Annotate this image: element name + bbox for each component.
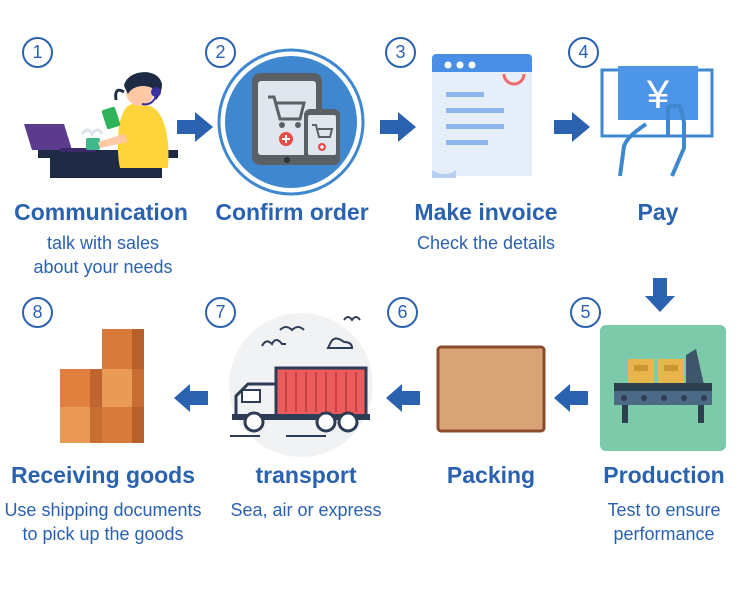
step-number-6: 6: [387, 297, 418, 328]
operator-icon: [24, 72, 178, 178]
step-number-1: 1: [22, 37, 53, 68]
step-desc-production: Test to ensure performance: [607, 498, 720, 546]
stacked-boxes-icon: [60, 329, 144, 443]
step-title-receiving-goods: Receiving goods: [10, 462, 196, 488]
arrow-right-3: [554, 112, 590, 142]
tablet-cart-icon: [217, 48, 365, 196]
step-number-2: 2: [205, 37, 236, 68]
currency-symbol: ¥: [646, 73, 670, 117]
step-title-pay: Pay: [637, 199, 679, 225]
arrow-left-1: [554, 384, 588, 412]
step-desc-transport: Sea, air or express: [230, 498, 381, 522]
step-desc-receiving-goods: Use shipping documents to pick up the go…: [4, 498, 201, 546]
payment-icon: ¥: [600, 66, 714, 177]
step-desc-make-invoice: Check the details: [417, 231, 555, 255]
arrow-right-1: [177, 112, 213, 142]
desc-line: talk with sales: [46, 233, 160, 253]
step-title-packing: Packing: [446, 462, 536, 488]
step-title-transport: transport: [255, 462, 357, 488]
desc-line: Use shipping documents: [4, 500, 202, 520]
arrow-left-3: [174, 384, 208, 412]
arrow-left-2: [386, 384, 420, 412]
desc-line: Test to ensure: [607, 500, 721, 520]
desc-line: performance: [613, 524, 715, 544]
desc-line: about your needs: [33, 257, 173, 277]
desc-line: Sea, air or express: [230, 500, 382, 520]
step-title-communication: Communication: [14, 199, 188, 225]
box-icon: [436, 345, 546, 433]
step-number-4: 4: [568, 37, 599, 68]
invoice-icon: [432, 54, 532, 178]
step-number-8: 8: [22, 297, 53, 328]
step-desc-communication: talk with sales about your needs: [33, 231, 172, 279]
desc-line: to pick up the goods: [22, 524, 184, 544]
step-title-production: Production: [603, 462, 725, 488]
arrow-down: [645, 278, 675, 312]
conveyor-icon: [600, 325, 726, 451]
truck-icon: [229, 313, 373, 457]
step-number-3: 3: [385, 37, 416, 68]
step-number-7: 7: [205, 297, 236, 328]
step-title-make-invoice: Make invoice: [414, 199, 558, 225]
desc-line: Check the details: [416, 233, 556, 253]
step-title-confirm-order: Confirm order: [215, 199, 369, 225]
arrow-right-2: [380, 112, 416, 142]
step-number-5: 5: [570, 297, 601, 328]
